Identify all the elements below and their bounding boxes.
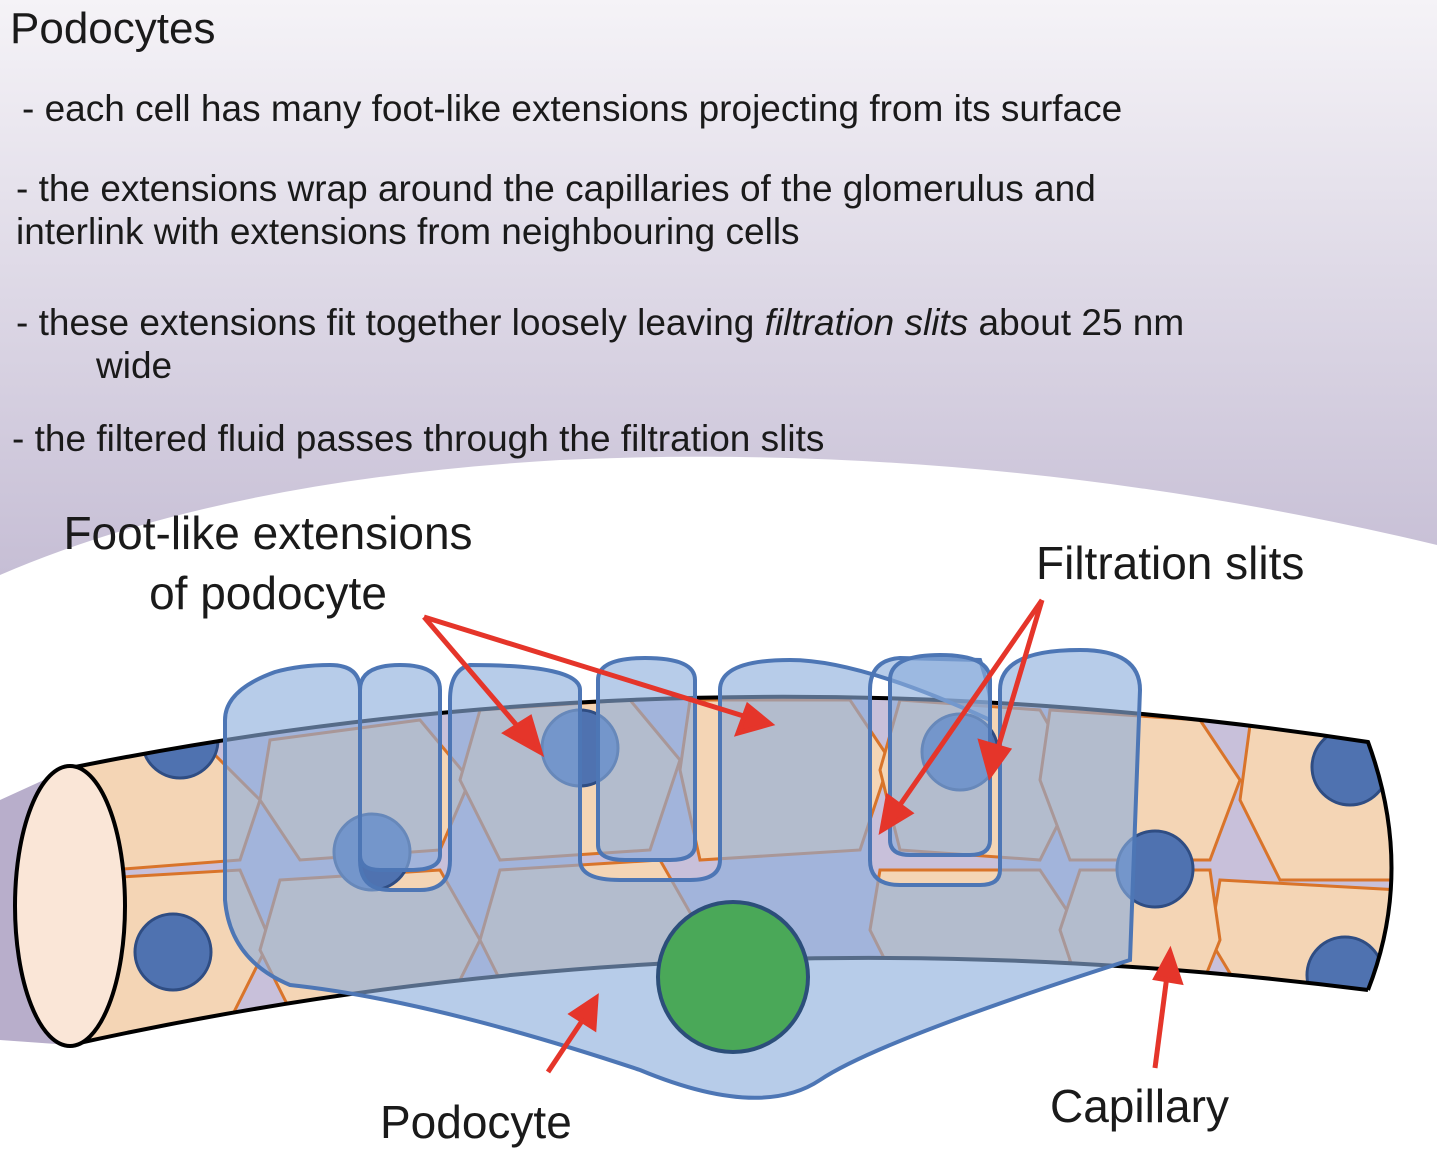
bullet-line: - the extensions wrap around the capilla… — [16, 168, 1096, 209]
arrow-slit-1 — [992, 599, 1045, 759]
bullet-line: interlink with extensions from neighbour… — [16, 210, 800, 252]
arrow-slit-2 — [890, 598, 1045, 817]
page-title: Podocytes — [10, 4, 216, 53]
arrowhead — [733, 701, 776, 737]
bullet-wrap-capillaries: - the extensions wrap around the capilla… — [16, 168, 1096, 253]
label-podocyte: Podocyte — [380, 1096, 572, 1148]
arrow-feet-1 — [422, 615, 527, 737]
label-capillary: Capillary — [1050, 1080, 1229, 1132]
label-arrows — [422, 598, 1184, 1074]
label-line: Foot-like extensions — [63, 507, 473, 559]
arrowhead — [501, 714, 545, 758]
bullet-text: about 25 nm — [968, 302, 1185, 343]
arrowhead — [1152, 945, 1184, 986]
arrow-feet-2 — [423, 614, 751, 721]
bullet-text: - these extensions fit together loosely … — [16, 302, 765, 343]
label-foot-extensions: Foot-like extensions of podocyte — [28, 504, 508, 624]
bullet-filtered-fluid: - the filtered fluid passes through the … — [12, 418, 825, 459]
arrow-capillary — [1152, 967, 1171, 1069]
label-filtration-slits: Filtration slits — [1036, 537, 1305, 589]
podocyte — [223, 647, 1143, 1100]
label-line: of podocyte — [149, 566, 387, 619]
podocyte-nucleus — [656, 900, 810, 1054]
capillary-lumen — [13, 764, 127, 1048]
emphasis-term: filtration slits — [764, 302, 969, 343]
foot-process — [888, 652, 992, 857]
arrowhead — [977, 738, 1013, 781]
arrowhead — [878, 792, 915, 836]
bullet-line: wide — [96, 344, 173, 386]
bullet-filtration-slits: - these extensions fit together loosely … — [16, 302, 1184, 387]
foot-process — [596, 655, 697, 862]
bullet-foot-extensions: - each cell has many foot-like extension… — [22, 88, 1123, 129]
arrowhead — [567, 993, 599, 1033]
foot-process — [358, 662, 442, 872]
